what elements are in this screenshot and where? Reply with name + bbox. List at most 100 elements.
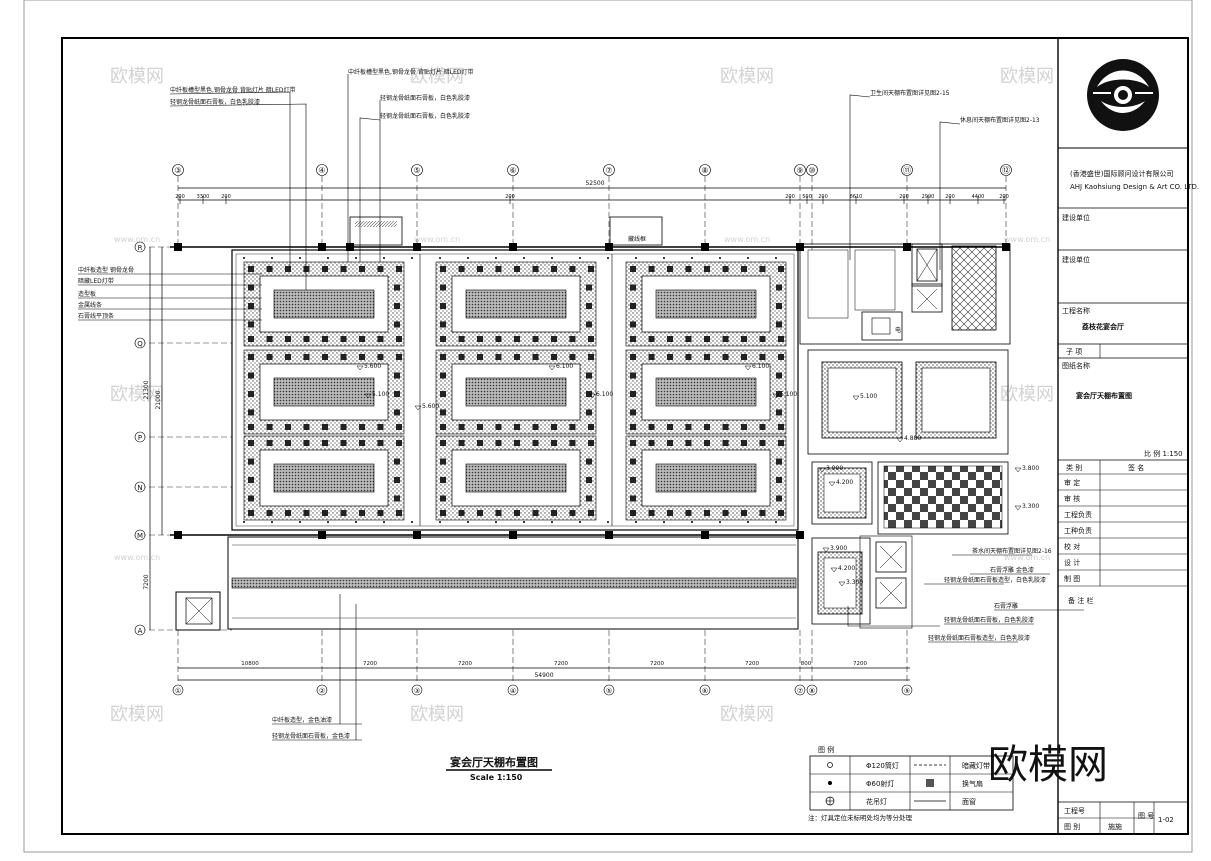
title-block: (香港盛世)国际顾问设计有限公司 AHJ Kaohsiung Design & … [1058, 59, 1199, 834]
coffer-panel [625, 261, 787, 347]
dim-bottom-part-5: 7200 [745, 661, 759, 667]
dim-top-part-5: 500 [802, 194, 812, 200]
stage-label: 藏线框 [628, 235, 646, 243]
annotation-bottom-0: 石膏浮雕 [994, 602, 1018, 610]
annotation-left-3: 金属线条 [78, 301, 102, 309]
drawing-title: 宴会厅天棚布置图 [450, 755, 538, 769]
grid-bottom-0: ① [175, 687, 181, 695]
sheet-value: 施施 [1108, 822, 1122, 831]
watermark-url: www.om.cn [414, 235, 460, 244]
annotation-top-1: 中纤板槽型黑色,钢骨龙骨 背贴灯片 暗LED灯带 [348, 68, 473, 76]
elevation-3: 5.100 [372, 391, 389, 398]
elevation-14: 4.200 [838, 565, 855, 572]
dim-bottom-part-2: 7200 [458, 661, 472, 667]
elevation-13: 3.900 [830, 545, 847, 552]
sign-row-4: 校 对 [1064, 542, 1080, 551]
annotation-left-4: 石膏线平顶条 [78, 312, 114, 320]
elevation-1: 6.100 [556, 363, 573, 370]
elevation-4: 5.600 [422, 403, 439, 410]
grid-bottom-8: ⑨ [904, 687, 910, 695]
grid-bottom-5: ⑥ [702, 687, 708, 695]
annotation-top-0: 中纤板槽型黑色,钢骨龙骨 背贴灯片 暗LED灯带 [170, 86, 295, 94]
downlight-icon [827, 762, 833, 768]
elevation-15: 3.300 [846, 579, 863, 586]
watermark-brand: 欧模网 [1000, 66, 1054, 87]
legend-item-5: 换气扇 [962, 779, 983, 788]
sign-header-right: 签 名 [1128, 463, 1144, 472]
dim-top-part-12: 200 [999, 194, 1009, 200]
elevation-9: 3.900 [826, 465, 843, 472]
sign-row-2: 工程负责 [1064, 510, 1092, 519]
legend-item-2: Φ60射灯 [866, 779, 894, 788]
company-name: (香港盛世)国际顾问设计有限公司 [1070, 169, 1173, 178]
watermark-brand: 欧模网 [410, 66, 464, 87]
grid-top-6: ⑨ [796, 166, 803, 175]
grid-top-4: ⑦ [605, 166, 612, 175]
elevation-6: 5.100 [780, 391, 797, 398]
sheet-label: 图 别 [1064, 822, 1080, 831]
watermark-brand: 欧模网 [410, 704, 464, 725]
dim-bottom-part-6: 800 [801, 661, 812, 667]
project-label: 工程名称 [1062, 306, 1090, 315]
sign-row-5: 设 计 [1064, 558, 1080, 567]
drawing-name: 宴会厅天棚布置图 [1076, 391, 1132, 400]
annotation-leaders [78, 74, 1084, 741]
annotation-right-1: 石膏浮雕 金色漆 [990, 566, 1034, 574]
annotation-top-3: 轻钢龙骨纸面石膏板，白色乳胶漆 [380, 112, 470, 120]
elevation-7: 5.100 [860, 393, 877, 400]
annotation-top-2: 轻钢龙骨纸面石膏板，白色乳胶漆 [380, 94, 470, 102]
company-logo [1087, 59, 1159, 131]
elevation-8: 4.880 [904, 435, 921, 442]
drawing-name-label: 图纸名称 [1062, 361, 1090, 370]
corridor-ceiling [175, 536, 799, 631]
sub-label: 子 项 [1066, 348, 1082, 356]
owner-label-2: 建设单位 [1062, 255, 1090, 264]
sign-header-left: 类 别 [1066, 463, 1082, 472]
annotation-left-2: 造型板 [78, 290, 96, 298]
dim-top-part-1: 3300 [197, 194, 210, 200]
elevation-12: 3.300 [1022, 503, 1039, 510]
grid-top-5: ⑧ [701, 166, 708, 175]
sign-row-6: 制 图 [1064, 574, 1080, 583]
dim-bottom-part-7: 7200 [853, 661, 867, 667]
grid-left-1: Q [137, 340, 143, 348]
watermark-url: www.om.cn [1004, 553, 1050, 562]
sign-row-3: 工种负责 [1064, 526, 1092, 535]
watermark-big: 欧模网 [988, 742, 1108, 788]
number-label: 图 号 [1138, 812, 1154, 820]
grid-left-3: N [137, 484, 142, 492]
room-mark: 电 [895, 326, 901, 334]
legend-item-6: 面窗 [962, 797, 976, 806]
watermark-url: www.om.cn [1004, 235, 1050, 244]
remark-label: 备 注 栏 [1068, 596, 1093, 605]
annotation-bottom-4: 轻钢龙骨纸面石膏板，金色漆 [272, 732, 350, 740]
dim-bottom-part-3: 7200 [554, 661, 568, 667]
project-name: 荔枝花宴会厅 [1081, 322, 1124, 331]
fan-icon [926, 779, 934, 787]
dim-bottom-total: 54900 [534, 672, 553, 679]
dim-top-part-4: 200 [785, 194, 795, 200]
coffer-panel [243, 261, 405, 347]
coffer-panel [435, 349, 597, 435]
annotation-right-2: 轻钢龙骨纸面石膏板造型，白色乳胶漆 [944, 576, 1046, 584]
legend-item-4: 暗藏灯带 [962, 761, 990, 770]
annotation-bottom-3: 中纤板造型，金色油漆 [272, 716, 332, 724]
grid-bottom-6: ⑦ [797, 687, 803, 695]
grid-bottom-7: ⑧ [809, 687, 815, 695]
grid-left-4: M [137, 532, 143, 540]
dim-top-total: 52500 [585, 180, 604, 187]
job-no-label: 工程号 [1064, 806, 1085, 815]
number-value: 1-02 [1158, 816, 1174, 824]
structural-columns [170, 243, 1010, 539]
spotlight-icon [828, 781, 832, 785]
dim-left-3: 7200 [143, 574, 150, 589]
elevation-0: 5.600 [364, 363, 381, 370]
drawing-scale-tb: 比 例 1:150 [1144, 449, 1183, 458]
watermark-url: www.om.cn [114, 553, 160, 562]
grid-bottom-4: ⑤ [606, 687, 612, 695]
